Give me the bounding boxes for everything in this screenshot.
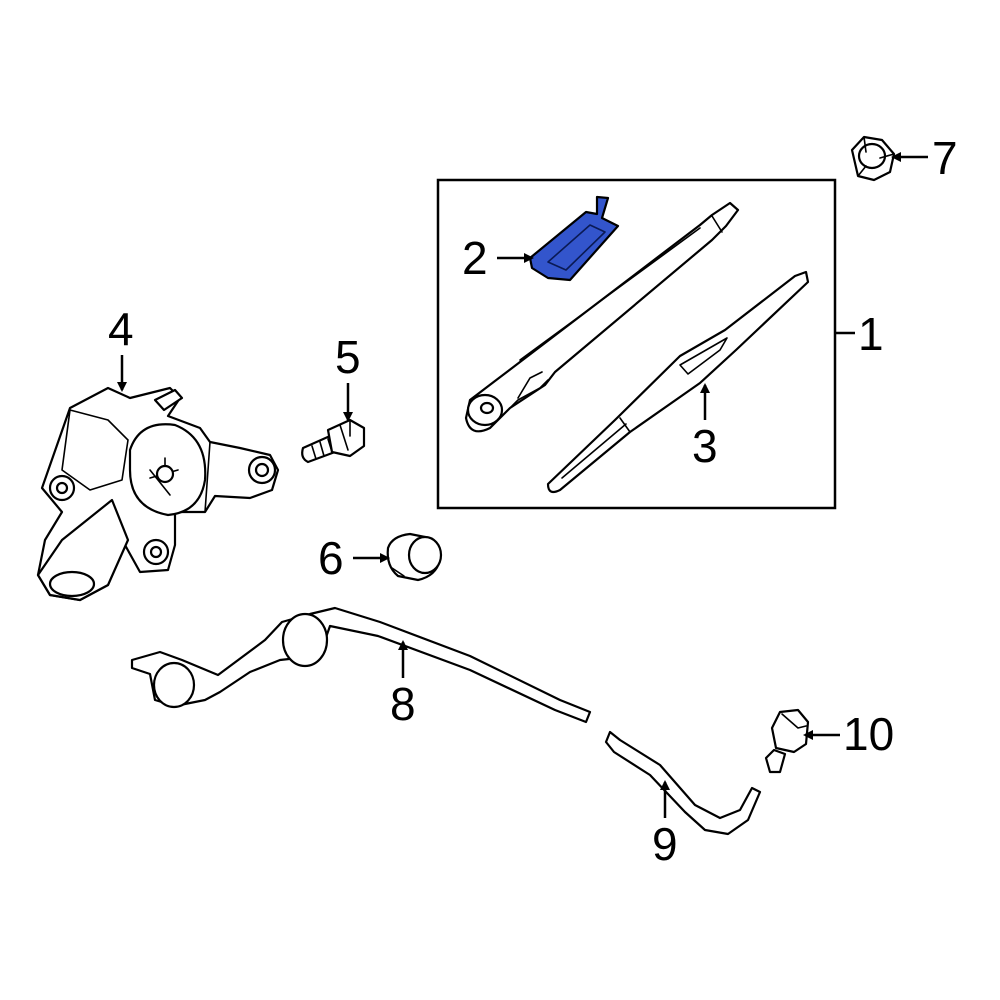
callout-6-label: 6 xyxy=(318,532,344,584)
wiper-kit-frame xyxy=(436,178,837,510)
wiper-arm-icon[interactable] xyxy=(464,201,740,433)
hose-icon[interactable] xyxy=(604,730,762,836)
callout-7-label: 7 xyxy=(932,132,958,184)
callout-3-label: 3 xyxy=(692,420,718,472)
nut-icon[interactable] xyxy=(850,135,896,182)
grommet-icon[interactable] xyxy=(386,532,443,582)
callout-9-label: 9 xyxy=(652,818,678,870)
callout-5-label: 5 xyxy=(335,331,361,383)
callout-2-label: 2 xyxy=(462,232,488,284)
hose-icon[interactable] xyxy=(130,606,592,724)
arm-cap-icon[interactable] xyxy=(528,195,620,282)
wiper-motor-icon[interactable] xyxy=(36,386,280,602)
callout-10-label: 10 xyxy=(843,708,894,760)
bolt-icon[interactable] xyxy=(301,418,366,464)
wiper-blade-icon[interactable] xyxy=(546,270,810,494)
callout-8-label: 8 xyxy=(390,678,416,730)
washer-nozzle-icon[interactable] xyxy=(764,708,810,774)
callout-4-label: 4 xyxy=(108,303,134,355)
callout-1-label: 1 xyxy=(858,308,884,360)
